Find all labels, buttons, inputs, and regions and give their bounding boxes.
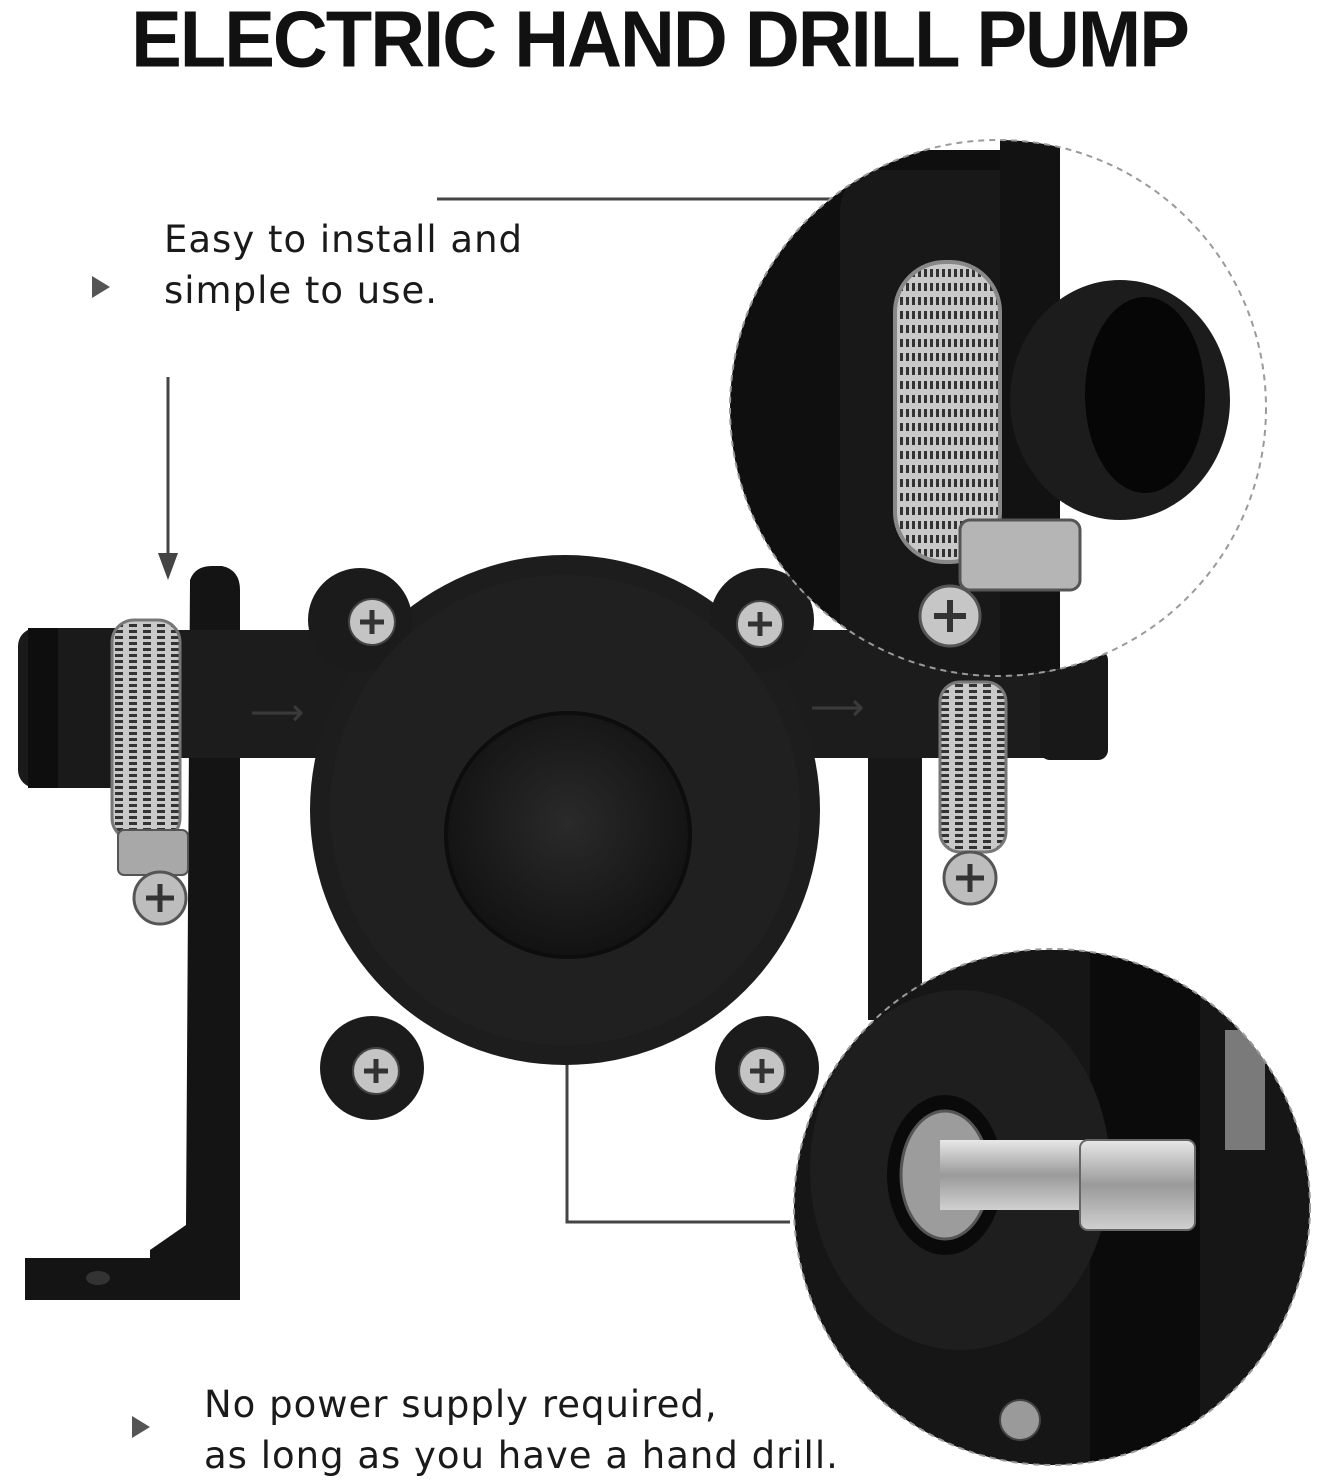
zoom-detail-outlet-clamp <box>729 139 1267 677</box>
bullet-arrow-icon <box>132 1416 150 1438</box>
callout-power-line-1: No power supply required, <box>204 1383 718 1426</box>
right-hose-clamp <box>938 680 1008 906</box>
callout-power: No power supply required, as long as you… <box>204 1379 839 1481</box>
callout-install: Easy to install and simple to use. <box>164 214 523 316</box>
callout-power-line-2: as long as you have a hand drill. <box>204 1434 839 1477</box>
zoom-detail-hex-shaft <box>793 948 1311 1466</box>
bullet-arrow-icon <box>92 276 110 298</box>
callout-install-line-1: Easy to install and <box>164 218 524 261</box>
page-title: ELECTRIC HAND DRILL PUMP <box>131 0 1190 85</box>
svg-text:⟶: ⟶ <box>250 690 304 734</box>
left-hose-clamp <box>110 618 189 926</box>
svg-text:⟶: ⟶ <box>810 685 864 729</box>
arrowhead-down-icon <box>158 553 178 580</box>
pump-cap <box>444 711 692 959</box>
leader-lines <box>166 197 850 1224</box>
callout-install-line-2: simple to use. <box>164 269 439 312</box>
